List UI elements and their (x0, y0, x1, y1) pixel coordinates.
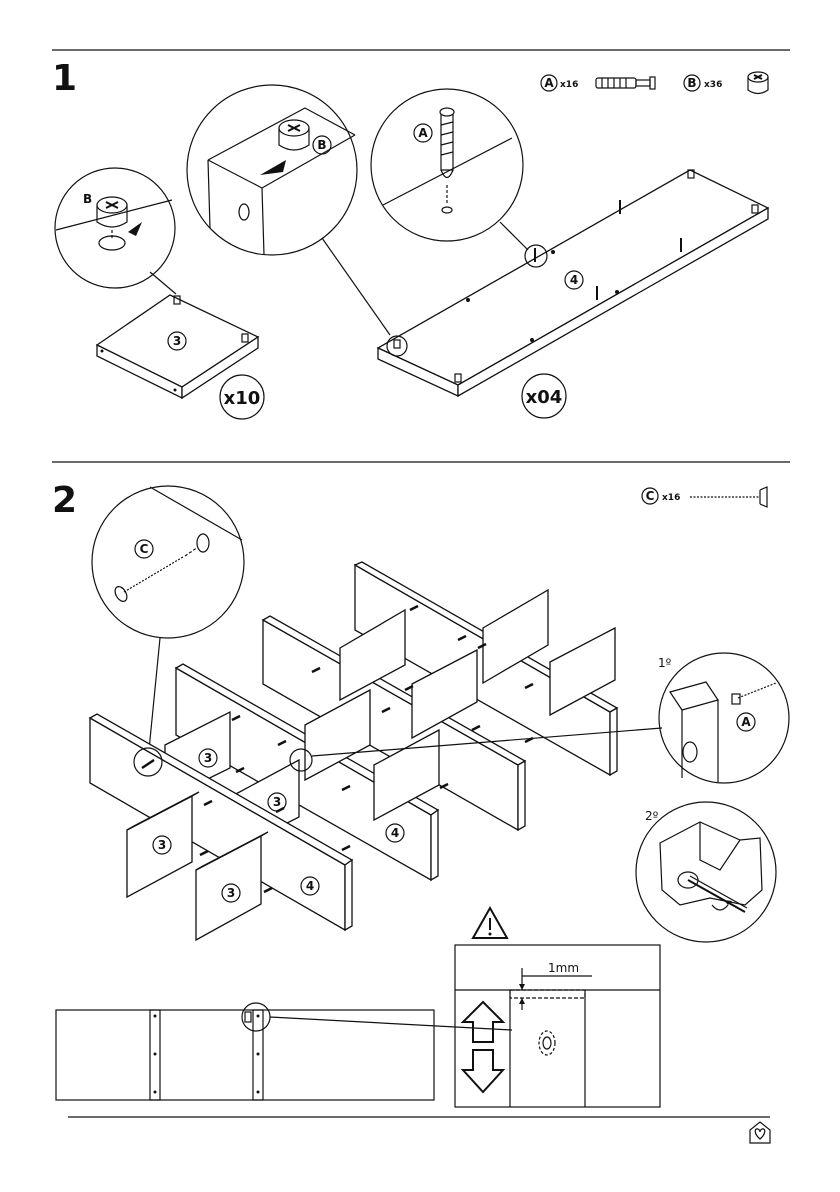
detail-cam-tighten (636, 802, 776, 942)
small-panel-3: 3 (97, 295, 258, 398)
arrow-down-icon (463, 1050, 503, 1092)
panel-label-3b: 3 (273, 795, 281, 809)
long-panel-qty: x04 (526, 387, 563, 408)
arrow-up-icon (463, 1002, 503, 1042)
part-c-legend: C x16 (642, 487, 767, 507)
panel-label-4a: 4 (391, 826, 399, 840)
detail-screw: C (92, 486, 244, 638)
long-panel-label: 4 (570, 273, 578, 287)
part-a-qty: x16 (560, 80, 578, 90)
detail-bolt-insert: A (659, 653, 789, 783)
insert-arrow-icon-2 (260, 160, 286, 175)
small-panel-label: 3 (173, 334, 181, 348)
part-a-letter: A (544, 76, 554, 90)
detail-mid-label: B (317, 138, 326, 152)
leader-line-left (150, 272, 176, 294)
part-b-letter: B (687, 76, 696, 90)
brand-logo-icon (750, 1122, 770, 1143)
panel-label-4b: 4 (306, 879, 314, 893)
qty-badge-x10: x10 (220, 375, 264, 419)
order-second-label: 2º (645, 809, 659, 823)
panel-label-3c: 3 (158, 838, 166, 852)
leader-line-mid (322, 238, 390, 335)
qty-badge-x04: x04 (522, 374, 566, 418)
rotate-arrow-icon (712, 905, 728, 910)
dowel-bolt-icon (596, 77, 655, 89)
elevation-view (56, 1003, 434, 1100)
cam-lock-icon (748, 72, 768, 94)
part-c-letter: C (646, 489, 655, 503)
detail-cam-long-panel: B (187, 85, 357, 255)
screw-icon (690, 487, 767, 507)
part-b-qty: x36 (704, 80, 722, 90)
step2-number: 2 (52, 480, 77, 521)
leader-line-right (500, 222, 528, 250)
warning-triangle-icon (473, 908, 507, 938)
detail-left-label: B (83, 192, 92, 206)
long-panel-4: 4 (378, 170, 768, 396)
step1-number: 1 (52, 58, 77, 99)
panel-label-3a: 3 (204, 751, 212, 765)
order-first-label: 1º (658, 656, 672, 670)
part-b-legend: B x36 (684, 72, 768, 94)
small-panel-qty: x10 (224, 388, 261, 409)
detail-bolt-label: A (741, 715, 751, 729)
gap-detail-box: 1mm (455, 945, 660, 1107)
panel-label-3d: 3 (227, 886, 235, 900)
gap-label: 1mm (548, 961, 579, 975)
part-a-legend: A x16 (541, 75, 655, 91)
insert-arrow-icon (128, 222, 142, 236)
detail-dowel-bolt: A (371, 89, 523, 241)
part-c-qty: x16 (662, 493, 680, 503)
detail-cam-small-panel: B (55, 168, 175, 288)
leader-line-screw (148, 638, 160, 760)
detail-screw-label: C (140, 542, 149, 556)
leader-line-gap (270, 1017, 512, 1030)
detail-right-label: A (418, 126, 428, 140)
